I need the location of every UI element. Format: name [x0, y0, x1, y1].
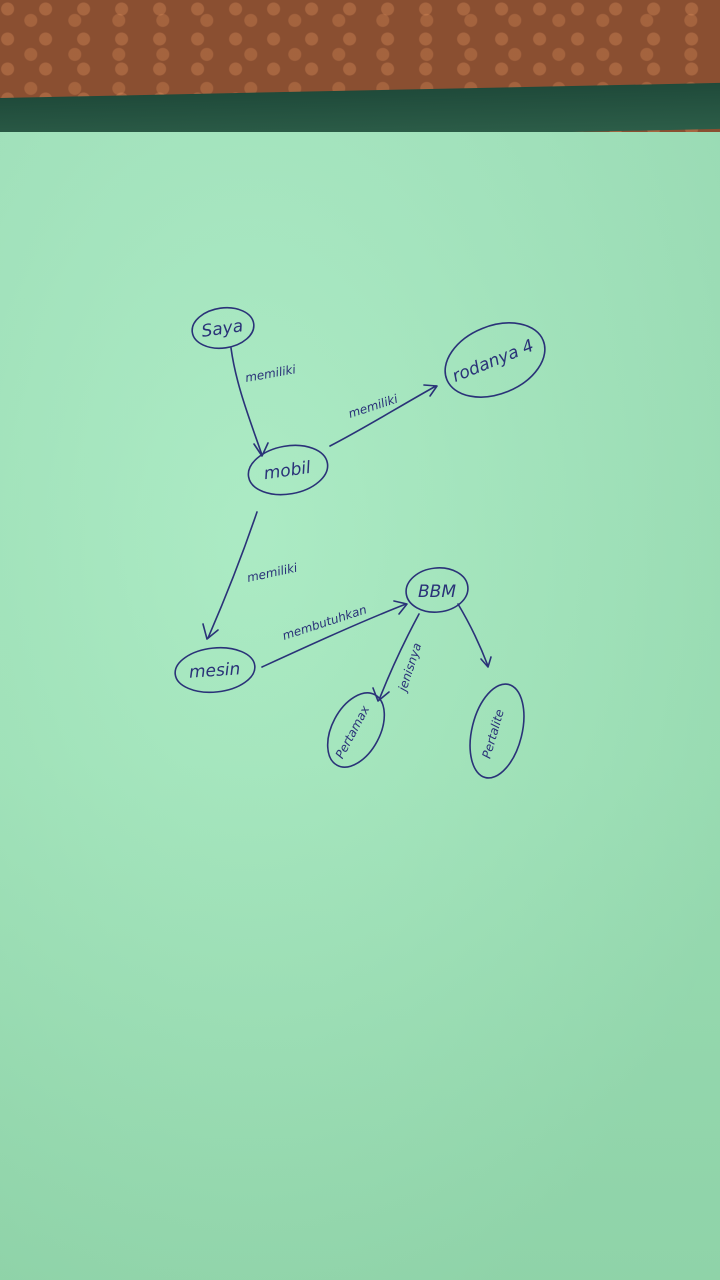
- node-outline: [174, 646, 256, 694]
- node-label-pertalite: Pertalite: [479, 708, 506, 760]
- node-outline: [326, 692, 386, 768]
- node-pertalite: Pertalite: [469, 683, 525, 779]
- node-outline: [191, 306, 255, 350]
- edge-label-saya-mobil: memiliki: [244, 362, 297, 385]
- node-label-mobil: mobil: [263, 458, 313, 484]
- edge-label-bbm-jenis: jenisnya: [395, 641, 424, 695]
- edge-line: [207, 511, 258, 639]
- node-outline: [247, 444, 329, 496]
- arrowhead-icon: [253, 442, 269, 457]
- edge-label-mesin-bbm: membutuhkan: [281, 602, 369, 642]
- node-pertamax: Pertamax: [326, 692, 386, 768]
- edge-mobil-rodanya: memiliki: [329, 384, 438, 447]
- node-bbm: BBM: [405, 567, 469, 613]
- node-label-saya: Saya: [200, 316, 244, 342]
- edge-bbm-pertamax: jenisnya: [372, 613, 424, 702]
- edge-line: [261, 603, 407, 668]
- edge-bbm-pertalite: [457, 603, 492, 668]
- node-label-rodanya: rodanya 4: [449, 336, 536, 387]
- node-outline: [405, 567, 469, 613]
- node-outline: [469, 683, 525, 779]
- arrowhead-icon: [393, 600, 408, 615]
- node-label-bbm: BBM: [418, 582, 456, 602]
- edge-mesin-bbm: membutuhkan: [261, 600, 408, 668]
- edge-label-mobil-rodanya: memiliki: [347, 392, 401, 421]
- edge-line: [457, 603, 489, 667]
- node-outline: [444, 322, 546, 398]
- node-mesin: mesin: [174, 646, 256, 694]
- edge-saya-mobil: memiliki: [230, 347, 297, 457]
- arrowhead-icon: [202, 623, 219, 640]
- node-label-mesin: mesin: [188, 659, 241, 683]
- arrowhead-icon: [423, 384, 438, 397]
- edge-mobil-mesin: memiliki: [202, 511, 299, 640]
- edge-label-mobil-mesin: memiliki: [246, 560, 299, 584]
- edge-line: [230, 347, 263, 456]
- node-rodanya: rodanya 4: [444, 322, 546, 398]
- arrowhead-icon: [480, 656, 492, 668]
- edge-line: [329, 385, 437, 447]
- node-saya: Saya: [191, 306, 255, 350]
- arrowhead-icon: [372, 687, 390, 702]
- edge-line: [378, 613, 420, 701]
